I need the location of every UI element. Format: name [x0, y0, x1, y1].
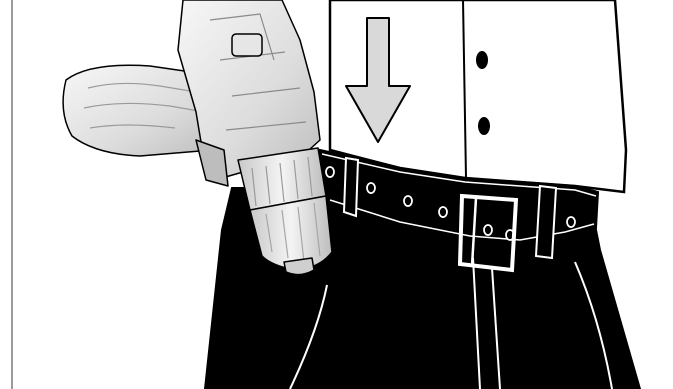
belt-loop	[536, 186, 556, 258]
belt-hole	[439, 207, 447, 217]
belt-hole	[484, 225, 492, 235]
belt-hole	[404, 196, 412, 206]
belt-hole	[326, 167, 334, 177]
belt-hole	[567, 217, 575, 227]
shirt-button	[478, 117, 490, 135]
belt-loop	[344, 158, 358, 216]
belt-hole	[367, 183, 375, 193]
cordless-drill	[63, 0, 332, 275]
shirt-button	[476, 51, 488, 69]
drill-gear-selector	[232, 34, 262, 56]
